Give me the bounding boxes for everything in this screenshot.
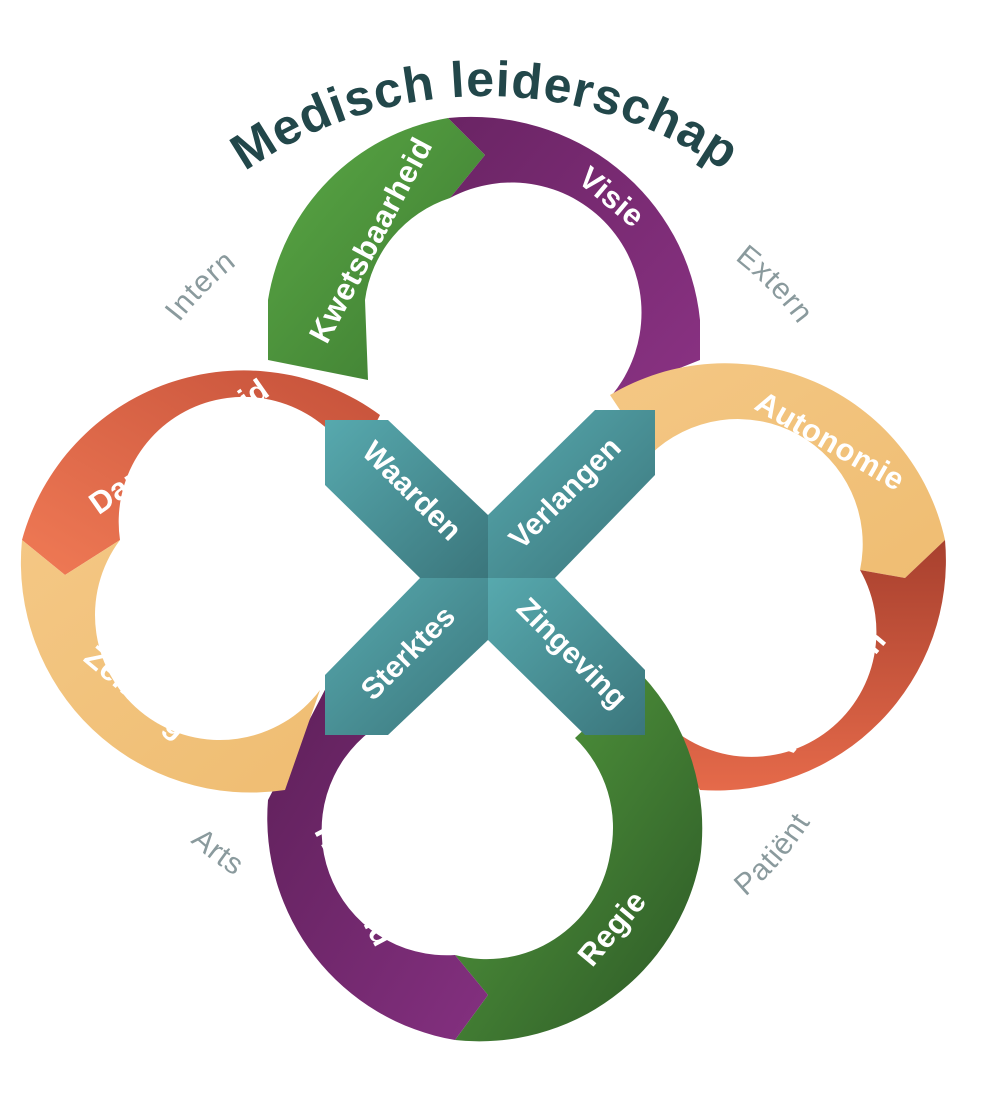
side-label-patient: Patiënt	[728, 807, 817, 902]
loop-left	[20, 370, 380, 793]
segment-verbinden	[650, 540, 946, 791]
segment-kwetsbaarheid	[268, 118, 485, 380]
loop-right	[610, 363, 946, 791]
arrow-verlangen	[488, 410, 655, 578]
segment-visie	[448, 116, 700, 395]
arrow-sterktes	[325, 578, 488, 735]
loop-bottom	[267, 675, 703, 1042]
segment-dankbaarheid	[22, 370, 380, 575]
side-label-extern: Extern	[730, 239, 820, 330]
center-arrows	[325, 410, 655, 735]
arrow-zingeving	[488, 578, 645, 735]
arrow-waarden	[325, 420, 488, 578]
loop-top	[268, 116, 700, 395]
segment-zelfzorg	[20, 540, 320, 793]
side-label-intern: Intern	[159, 244, 242, 327]
segment-autonomie	[610, 363, 945, 578]
side-label-arts: Arts	[185, 822, 250, 882]
segment-regie	[455, 675, 703, 1042]
segment-heelheid	[267, 680, 488, 1040]
